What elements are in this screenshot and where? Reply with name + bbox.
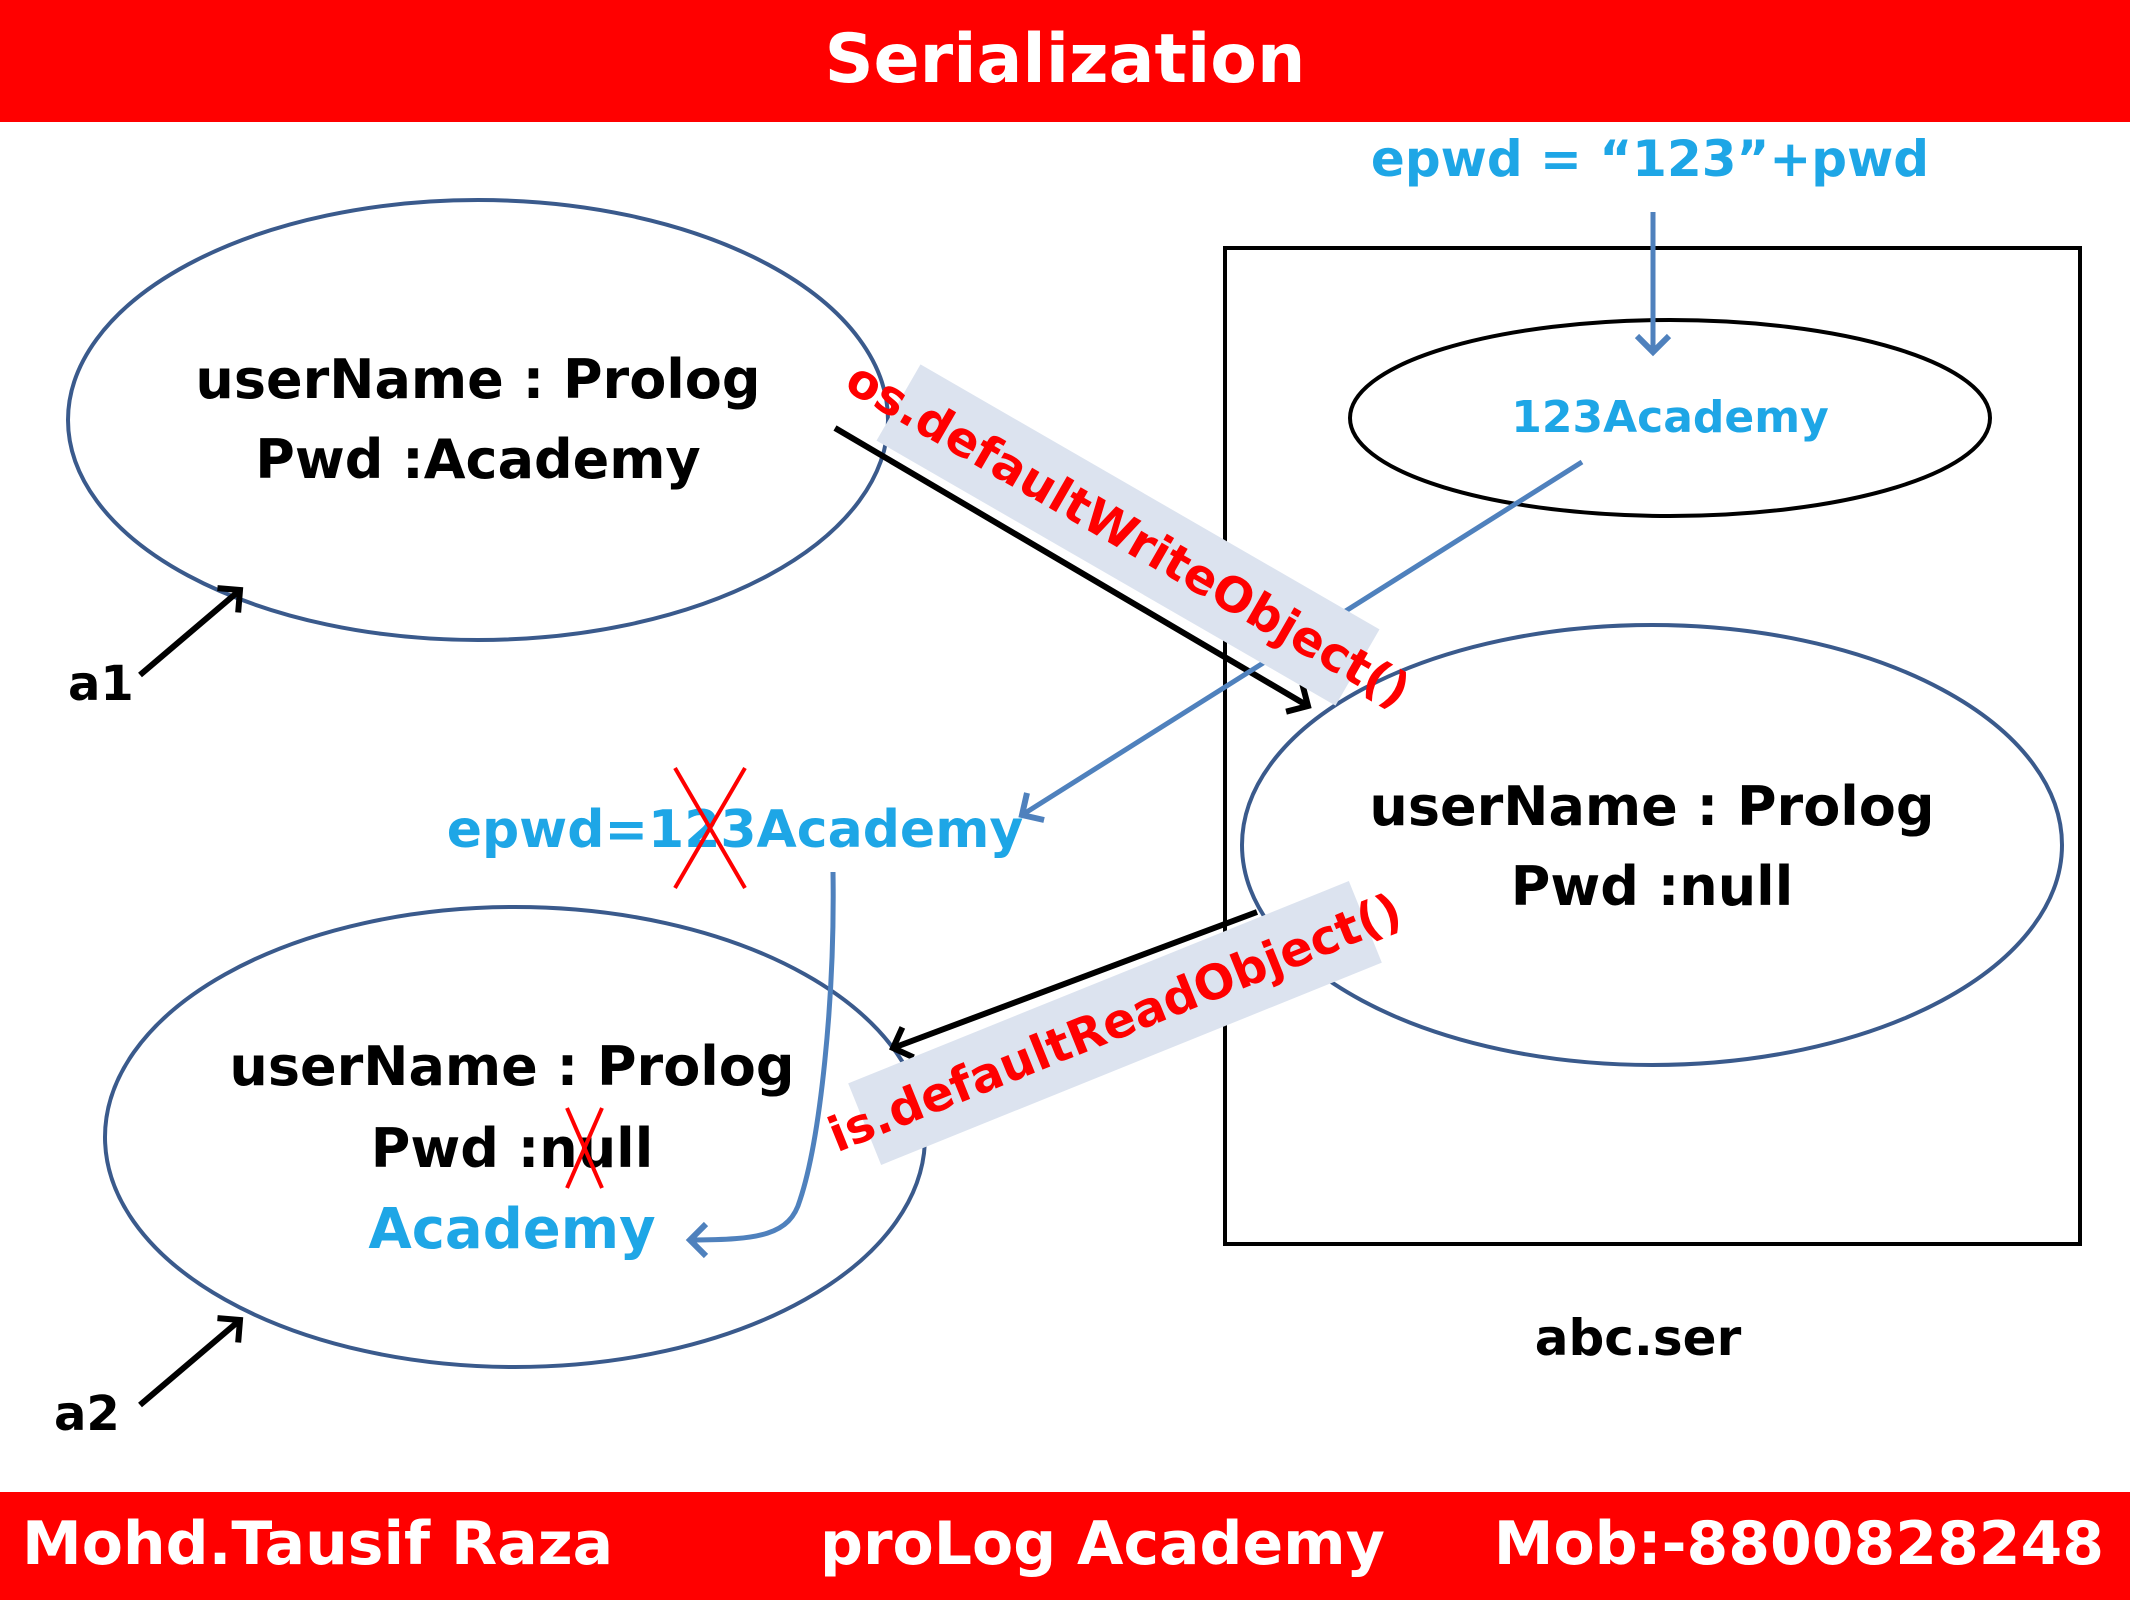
encrypted-value-text: 123Academy: [1511, 392, 1829, 443]
file-object-password: Pwd :null: [1511, 855, 1793, 918]
read-label: is.defaultReadObject(): [820, 882, 1409, 1163]
object-a1-ellipse: [66, 198, 890, 642]
object-a2-username: userName : Prolog: [229, 1035, 794, 1098]
object-a1-password: Pwd :Academy: [255, 428, 701, 491]
decrypt-cross-mark: [673, 766, 747, 890]
null-cross-mark: [565, 1107, 604, 1189]
object-a2-restored-password: Academy: [368, 1197, 655, 1262]
file-object-username: userName : Prolog: [1369, 775, 1934, 838]
read-arrow: [889, 909, 1259, 1061]
footer-banner: Mohd.Tausif Raza proLog Academy Mob:-880…: [0, 1492, 2130, 1600]
write-label: os.defaultWriteObject(): [837, 351, 1420, 720]
file-object-ellipse: [1240, 623, 2064, 1067]
ref-a2-label: a2: [54, 1386, 120, 1442]
restore-arrow: [685, 871, 836, 1259]
read-label-box: is.defaultReadObject(): [820, 881, 1410, 1165]
object-a1-username: userName : Prolog: [195, 348, 760, 411]
write-arrow: [833, 425, 1312, 715]
header-banner: Serialization: [0, 0, 2130, 122]
ref-a2-arrow: [138, 1315, 244, 1408]
decrypt-value-label: epwd=123Academy: [447, 800, 1024, 860]
encrypted-value-ellipse: [1348, 318, 1992, 518]
ref-a1-arrow: [138, 585, 244, 678]
object-a2-password: Pwd :null: [371, 1117, 653, 1180]
page-title: Serialization: [824, 20, 1306, 99]
file-name-label: abc.ser: [1535, 1309, 1742, 1367]
write-label-box: os.defaultWriteObject(): [837, 351, 1420, 720]
ref-a1-label: a1: [68, 656, 134, 712]
footer-academy: proLog Academy: [820, 1509, 1385, 1579]
footer-author: Mohd.Tausif Raza: [22, 1509, 614, 1579]
encryption-formula: epwd = “123”+pwd: [1371, 130, 1929, 188]
footer-mobile: Mob:-8800828248: [1493, 1509, 2104, 1579]
